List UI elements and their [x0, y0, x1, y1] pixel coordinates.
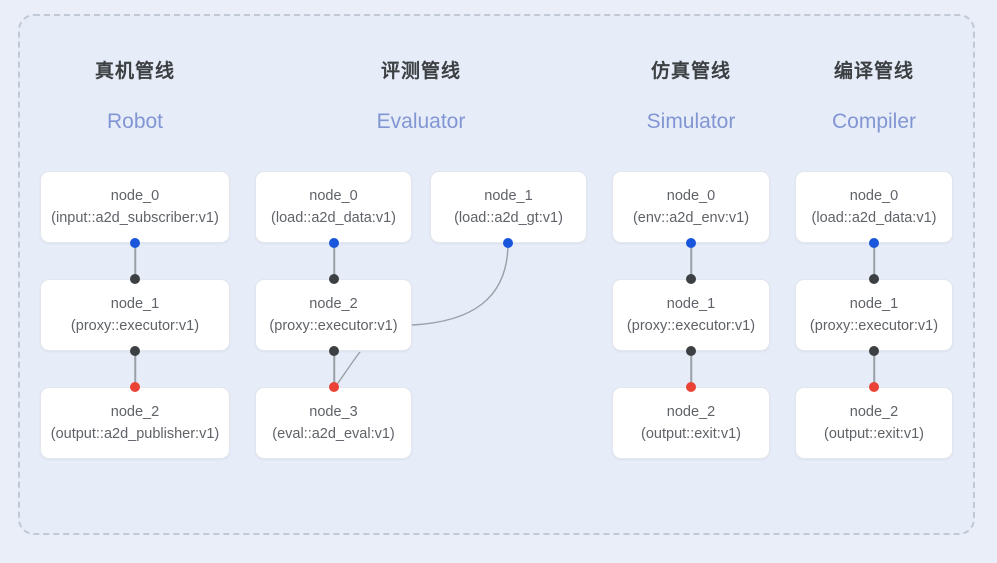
link-simulator-0-1 [690, 243, 692, 279]
node-compiler-0[interactable]: node_0 (load::a2d_data:v1) [795, 171, 953, 243]
node-evaluator-3[interactable]: node_3 (eval::a2d_eval:v1) [255, 387, 412, 459]
port-input-simulator-2[interactable] [686, 382, 696, 392]
node-evaluator-2[interactable]: node_2 (proxy::executor:v1) [255, 279, 412, 351]
port-output-evaluator-0[interactable] [329, 238, 339, 248]
node-evaluator-0[interactable]: node_0 (load::a2d_data:v1) [255, 171, 412, 243]
node-simulator-1[interactable]: node_1 (proxy::executor:v1) [612, 279, 770, 351]
node-spec: (proxy::executor:v1) [269, 317, 398, 334]
node-spec: (input::a2d_subscriber:v1) [51, 209, 219, 226]
node-robot-0[interactable]: node_0 (input::a2d_subscriber:v1) [40, 171, 230, 243]
node-compiler-2[interactable]: node_2 (output::exit:v1) [795, 387, 953, 459]
port-output-compiler-1[interactable] [869, 346, 879, 356]
node-compiler-1[interactable]: node_1 (proxy::executor:v1) [795, 279, 953, 351]
node-name: node_0 [849, 187, 899, 204]
port-input-simulator-1[interactable] [686, 274, 696, 284]
node-name: node_1 [110, 295, 160, 312]
port-output-robot-0[interactable] [130, 238, 140, 248]
node-name: node_1 [666, 295, 716, 312]
node-spec: (output::exit:v1) [641, 425, 741, 442]
node-spec: (load::a2d_data:v1) [811, 209, 937, 226]
node-name: node_0 [309, 187, 358, 204]
node-name: node_0 [666, 187, 716, 204]
node-simulator-2[interactable]: node_2 (output::exit:v1) [612, 387, 770, 459]
node-name: node_2 [110, 403, 160, 420]
link-simulator-1-2 [690, 351, 692, 387]
node-name: node_2 [666, 403, 716, 420]
link-evaluator-0-2 [333, 243, 335, 279]
link-compiler-1-2 [873, 351, 875, 387]
port-input-compiler-2[interactable] [869, 382, 879, 392]
port-input-compiler-1[interactable] [869, 274, 879, 284]
port-output-simulator-1[interactable] [686, 346, 696, 356]
node-spec: (env::a2d_env:v1) [632, 209, 750, 226]
port-input-robot-1[interactable] [130, 274, 140, 284]
port-input-robot-2[interactable] [130, 382, 140, 392]
node-spec: (proxy::executor:v1) [809, 317, 939, 334]
node-spec: (output::a2d_publisher:v1) [50, 425, 220, 442]
node-spec: (eval::a2d_eval:v1) [272, 425, 395, 442]
node-spec: (output::exit:v1) [824, 425, 924, 442]
node-spec: (load::a2d_gt:v1) [454, 209, 563, 226]
link-robot-1-2 [134, 351, 136, 387]
node-robot-2[interactable]: node_2 (output::a2d_publisher:v1) [40, 387, 230, 459]
node-name: node_2 [309, 295, 358, 312]
node-evaluator-gt[interactable]: node_1 (load::a2d_gt:v1) [430, 171, 587, 243]
port-input-evaluator-2[interactable] [329, 274, 339, 284]
node-name: node_1 [484, 187, 533, 204]
port-output-simulator-0[interactable] [686, 238, 696, 248]
port-output-robot-1[interactable] [130, 346, 140, 356]
link-evaluator-2-3 [333, 351, 335, 387]
port-output-compiler-0[interactable] [869, 238, 879, 248]
node-spec: (proxy::executor:v1) [626, 317, 756, 334]
node-name: node_1 [849, 295, 899, 312]
node-spec: (proxy::executor:v1) [70, 317, 200, 334]
node-robot-1[interactable]: node_1 (proxy::executor:v1) [40, 279, 230, 351]
link-robot-0-1 [134, 243, 136, 279]
node-name: node_0 [110, 187, 160, 204]
port-output-evaluator-gt[interactable] [503, 238, 513, 248]
node-spec: (load::a2d_data:v1) [271, 209, 396, 226]
port-output-evaluator-2[interactable] [329, 346, 339, 356]
node-name: node_3 [309, 403, 358, 420]
link-compiler-0-1 [873, 243, 875, 279]
node-simulator-0[interactable]: node_0 (env::a2d_env:v1) [612, 171, 770, 243]
node-name: node_2 [849, 403, 899, 420]
port-input-evaluator-3[interactable] [329, 382, 339, 392]
